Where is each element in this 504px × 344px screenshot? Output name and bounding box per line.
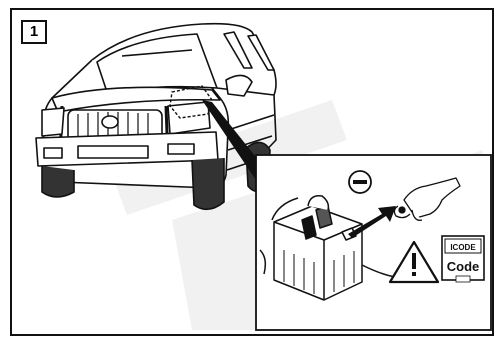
code-card-header: ICODE xyxy=(450,243,476,252)
vehicle-illustration xyxy=(36,24,276,210)
code-card-icon: ICODE Code xyxy=(442,236,484,282)
step-number-badge: 1 xyxy=(21,20,47,44)
diagram-frame: 1 xyxy=(10,8,494,336)
code-label: Code xyxy=(447,259,480,274)
minus-circle-icon xyxy=(349,171,371,193)
diagram-canvas: ICODE Code xyxy=(12,10,494,336)
battery-inset-panel: ICODE Code xyxy=(256,155,491,330)
